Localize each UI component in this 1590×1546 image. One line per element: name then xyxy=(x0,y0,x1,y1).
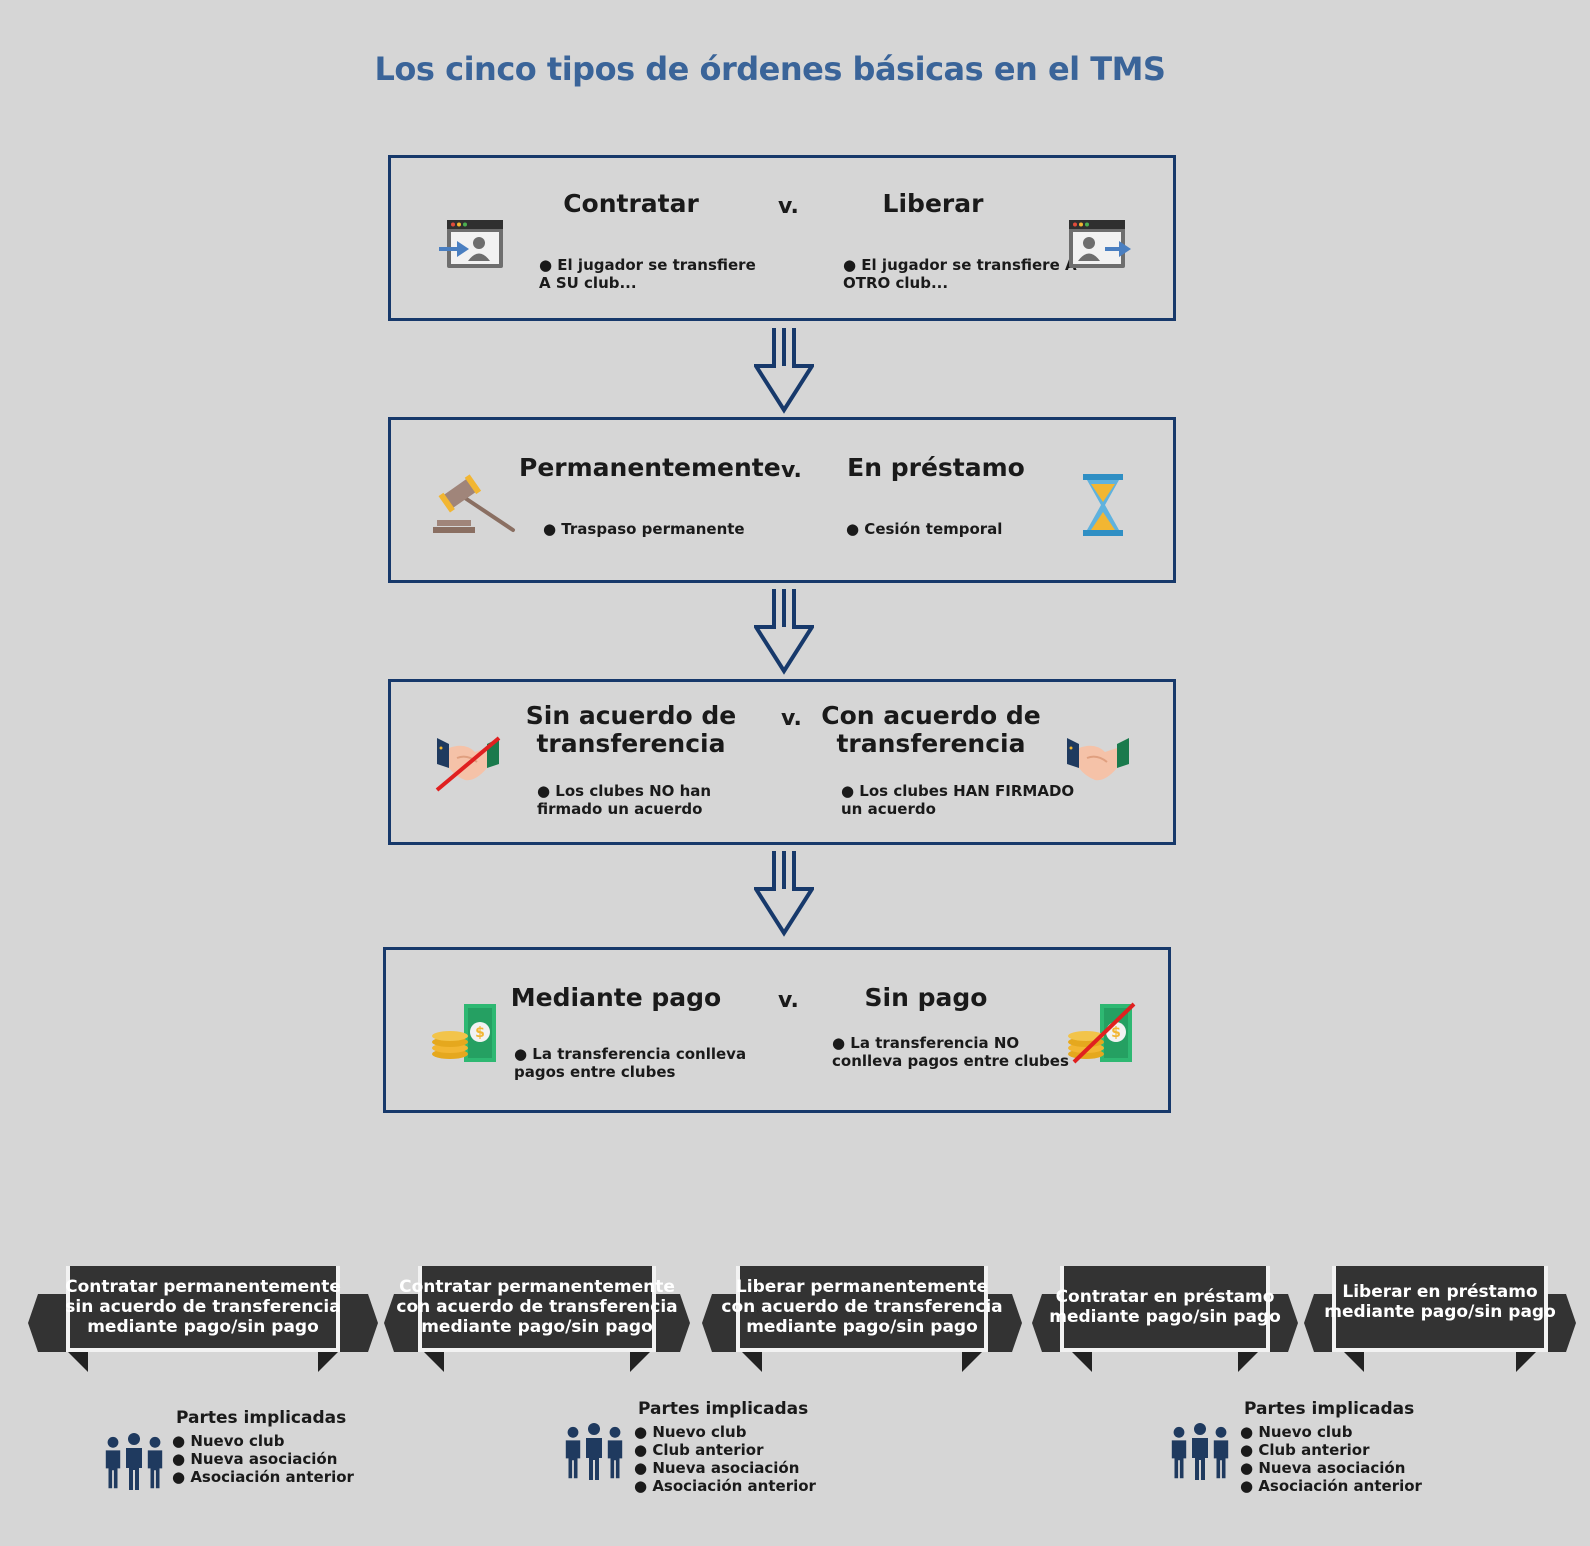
party-item: Asociación anterior xyxy=(172,1468,354,1486)
liberar-heading: Liberar xyxy=(882,189,984,218)
svg-text:$: $ xyxy=(475,1025,485,1041)
svg-text:$: $ xyxy=(1111,1025,1121,1041)
con-acuerdo-desc: ● Los clubes HAN FIRMADO un acuerdo xyxy=(841,782,1075,818)
permanente-prestamo-box: Permanentemente v. En préstamo ● Traspas… xyxy=(388,417,1176,583)
parties-title: Partes implicadas xyxy=(638,1399,809,1419)
party-item: Nuevo club xyxy=(172,1432,354,1450)
parties-list: Nuevo club Club anterior Nueva asociació… xyxy=(634,1423,816,1495)
vs-label: v. xyxy=(778,988,799,1013)
ribbon-label: Liberar en préstamo mediante pago/sin pa… xyxy=(1324,1282,1556,1322)
sin-pago-desc: ● La transferencia NO conlleva pagos ent… xyxy=(832,1034,1069,1070)
vs-label: v. xyxy=(781,706,802,731)
parties-block-3: Partes implicadas Nuevo club Club anteri… xyxy=(1240,1399,1422,1495)
handshake-icon xyxy=(1067,738,1129,781)
people-icon xyxy=(565,1423,623,1480)
en-prestamo-desc: ● Cesión temporal xyxy=(846,520,1003,538)
parties-list: Nuevo club Nueva asociación Asociación a… xyxy=(172,1432,354,1486)
acuerdo-box: Sin acuerdo de transferencia v. Con acue… xyxy=(388,679,1176,845)
con-acuerdo-heading: Con acuerdo de transferencia xyxy=(821,701,1041,758)
ribbon-banner xyxy=(1304,1266,1576,1372)
mediante-pago-heading: Mediante pago xyxy=(510,983,722,1012)
contratar-desc: ● El jugador se transfiere A SU club... xyxy=(539,256,756,292)
mediante-pago-desc: ● La transferencia conlleva pagos entre … xyxy=(514,1045,747,1081)
ribbon-banner xyxy=(702,1266,1022,1372)
handshake-crossed-icon xyxy=(435,736,501,792)
parties-title: Partes implicadas xyxy=(1244,1399,1415,1419)
ribbon-label: Liberar permanentemente con acuerdo de t… xyxy=(721,1277,1003,1337)
party-item: Nueva asociación xyxy=(634,1459,816,1477)
party-item: Club anterior xyxy=(1240,1441,1422,1459)
vs-label: v. xyxy=(781,458,802,483)
gavel-icon xyxy=(433,474,515,533)
permanentemente-heading: Permanentemente xyxy=(519,453,781,482)
down-arrow-icon xyxy=(754,849,814,937)
party-item: Asociación anterior xyxy=(634,1477,816,1495)
parties-block-1: Partes implicadas Nuevo club Nueva asoci… xyxy=(172,1408,354,1486)
party-item: Nuevo club xyxy=(1240,1423,1422,1441)
page-title: Los cinco tipos de órdenes básicas en el… xyxy=(374,50,1166,88)
pago-box: $ Mediante pago v. Sin pago ● La transfe… xyxy=(383,947,1171,1113)
vs-label: v. xyxy=(778,194,799,219)
party-item: Nuevo club xyxy=(634,1423,816,1441)
parties-block-2: Partes implicadas Nuevo club Club anteri… xyxy=(634,1399,816,1495)
ribbon-label: Contratar permanentemente sin acuerdo de… xyxy=(65,1277,341,1337)
money-crossed-icon: $ xyxy=(1068,1002,1136,1064)
people-icon xyxy=(1171,1423,1229,1480)
sin-acuerdo-heading: Sin acuerdo de transferencia xyxy=(525,701,737,758)
money-icon: $ xyxy=(432,1004,496,1062)
ribbon-banner xyxy=(1032,1266,1298,1372)
parties-list: Nuevo club Club anterior Nueva asociació… xyxy=(1240,1423,1422,1495)
down-arrow-icon xyxy=(754,326,814,414)
sin-pago-heading: Sin pago xyxy=(864,983,988,1012)
browser-user-out-icon xyxy=(1069,220,1131,268)
party-item: Asociación anterior xyxy=(1240,1477,1422,1495)
contratar-heading: Contratar xyxy=(563,189,699,218)
ribbon-banner xyxy=(384,1266,690,1372)
parties-title: Partes implicadas xyxy=(176,1408,347,1428)
party-item: Club anterior xyxy=(634,1441,816,1459)
en-prestamo-heading: En préstamo xyxy=(847,453,1025,482)
sin-acuerdo-desc: ● Los clubes NO han firmado un acuerdo xyxy=(537,782,712,818)
ribbon-banner xyxy=(28,1266,378,1372)
liberar-desc: ● El jugador se transfiere A OTRO club..… xyxy=(843,256,1077,292)
party-item: Nueva asociación xyxy=(172,1450,354,1468)
ribbon-label: Contratar permanentemente con acuerdo de… xyxy=(396,1277,678,1337)
browser-user-in-icon xyxy=(439,220,503,268)
hourglass-icon xyxy=(1083,474,1123,536)
contratar-liberar-box: Contratar v. Liberar ● El jugador se tra… xyxy=(388,155,1176,321)
down-arrow-icon xyxy=(754,587,814,675)
party-item: Nueva asociación xyxy=(1240,1459,1422,1477)
permanentemente-desc: ● Traspaso permanente xyxy=(543,520,745,538)
ribbon-label: Contratar en préstamo mediante pago/sin … xyxy=(1049,1287,1281,1327)
people-icon xyxy=(105,1433,163,1490)
